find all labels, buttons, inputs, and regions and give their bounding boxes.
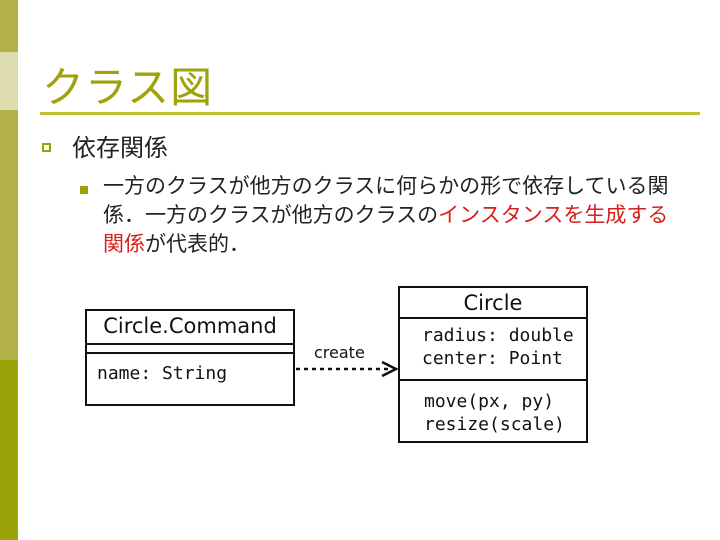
side-bar-segment bbox=[0, 0, 18, 52]
paragraph-text-1: 一方のクラスが他方のクラスに何らかの形で依存している関係．一方のクラスが他方のク… bbox=[103, 174, 669, 227]
class-operation: resize(scale) bbox=[424, 414, 565, 435]
class-divider bbox=[87, 343, 293, 345]
slide-title: クラス図 bbox=[42, 63, 214, 112]
side-accent-bar bbox=[0, 0, 18, 540]
class-operations: move(px, py) resize(scale) bbox=[424, 390, 565, 436]
side-bar-segment bbox=[0, 52, 18, 110]
paragraph-text-2: が代表的． bbox=[145, 232, 250, 256]
class-divider bbox=[400, 379, 586, 381]
class-name-circle-command: Circle.Command bbox=[103, 314, 277, 338]
class-attribute: name: String bbox=[97, 363, 228, 384]
class-divider bbox=[87, 352, 293, 354]
class-name-circle: Circle bbox=[463, 291, 523, 315]
title-underline bbox=[40, 112, 700, 115]
bullet-square-icon bbox=[42, 143, 51, 152]
side-bar-segment bbox=[0, 360, 18, 540]
class-attributes: radius: double center: Point bbox=[422, 324, 574, 370]
heading-dependency: 依存関係 bbox=[72, 134, 168, 162]
dependency-label: create bbox=[314, 343, 365, 362]
side-bar-segment bbox=[0, 110, 18, 360]
class-divider bbox=[400, 317, 586, 319]
class-operation: move(px, py) bbox=[424, 391, 555, 412]
class-box-circle-command: Circle.Command name: String bbox=[85, 309, 295, 406]
dependency-arrow bbox=[296, 360, 399, 378]
class-attribute: center: Point bbox=[422, 348, 563, 369]
bullet-filled-square-icon bbox=[80, 186, 88, 194]
class-attribute: radius: double bbox=[422, 325, 574, 346]
description-paragraph: 一方のクラスが他方のクラスに何らかの形で依存している関係．一方のクラスが他方のク… bbox=[103, 172, 678, 259]
class-box-circle: Circle radius: double center: Point move… bbox=[398, 286, 588, 443]
paragraph-highlight: インスタンスを生成する関係 bbox=[103, 203, 669, 256]
arrowhead-icon bbox=[381, 360, 399, 378]
